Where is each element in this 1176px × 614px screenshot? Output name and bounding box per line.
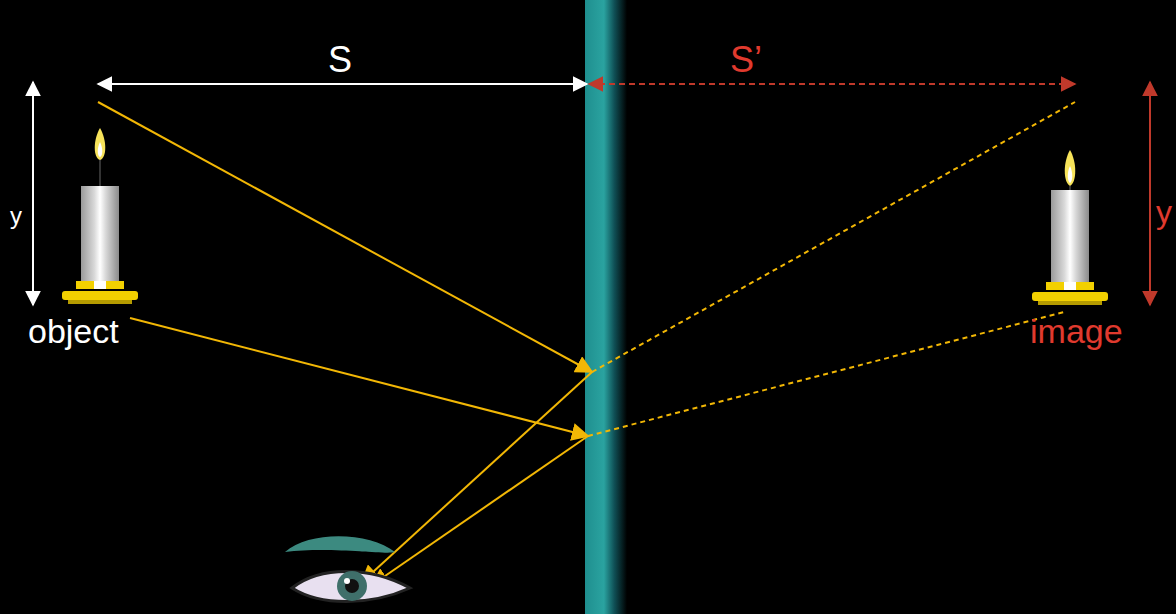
image-distance-arrow xyxy=(589,83,1075,85)
object-candle xyxy=(62,128,138,304)
height-label: y xyxy=(1156,196,1172,228)
object-height-arrow xyxy=(32,82,34,305)
distance-label: S’ xyxy=(730,42,762,78)
plane-mirror xyxy=(585,0,627,614)
image-candle xyxy=(1032,150,1108,305)
distance-label: S xyxy=(328,42,352,78)
eye xyxy=(285,536,410,601)
light-rays xyxy=(98,102,1075,585)
image-label: image xyxy=(1030,314,1123,348)
object-distance-arrow xyxy=(98,83,587,85)
object-label: object xyxy=(28,314,119,348)
image-height-arrow xyxy=(1149,82,1151,305)
height-label: y xyxy=(10,204,22,228)
